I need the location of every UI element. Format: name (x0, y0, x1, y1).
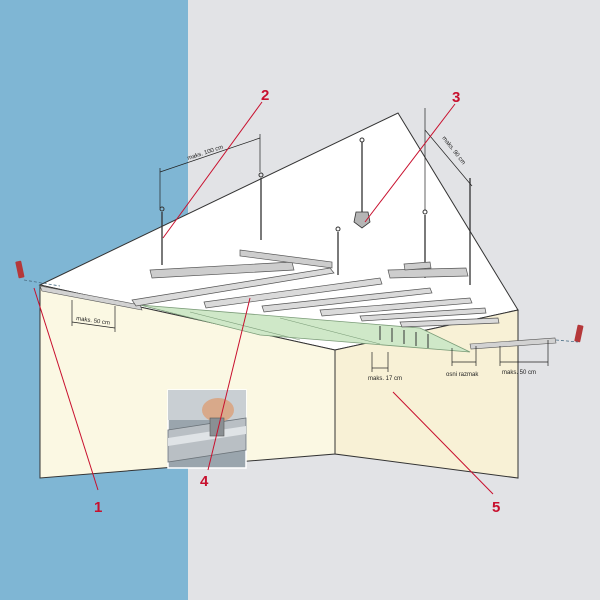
board-seam (279, 317, 381, 345)
callout-1: 1 (94, 499, 102, 516)
board-seam (189, 311, 301, 341)
photo-inset (167, 389, 247, 469)
photo-profile-highlight (168, 426, 246, 446)
anchor-guide (555, 339, 579, 343)
photo-connector (209, 417, 225, 437)
leader-line-1 (33, 287, 99, 491)
anchor-guide (23, 279, 61, 287)
dimension-label-left-wall: maks. 50 cm (76, 316, 111, 327)
callout-4: 4 (200, 473, 209, 490)
dimension-lines (71, 108, 549, 372)
ceiling-profile (359, 307, 487, 322)
hanger-hook (335, 226, 341, 232)
leader-lines (33, 101, 494, 495)
hanger-hook (159, 206, 165, 212)
carrying-profile (403, 261, 432, 271)
dimension-line-left-wall (71, 321, 116, 329)
ceiling-profiles (131, 267, 500, 328)
wall-anchor-lines (23, 279, 579, 343)
callout-5: 5 (492, 499, 500, 516)
photo-hand (202, 398, 234, 422)
carrying-profile (387, 267, 469, 279)
carrying-profile (149, 261, 295, 279)
hanger-hook (258, 172, 264, 178)
dimension-line-top-left (159, 137, 261, 173)
hanger-clip (353, 211, 371, 229)
wall-anchors (15, 260, 584, 343)
leader-line-4 (207, 297, 251, 471)
board-screws (379, 326, 429, 348)
dimension-line-top-right (424, 129, 473, 187)
carrying-profiles (149, 249, 469, 279)
plasterboard-panel (139, 304, 471, 353)
dimension-label-board-gap: maks. 17 cm (368, 376, 402, 382)
ceiling-profile (131, 267, 335, 307)
left-edge-profile (39, 285, 143, 311)
carrying-profile (239, 249, 333, 269)
dimension-label-right-wall: maks. 50 cm (502, 370, 536, 376)
right-edge-profile (469, 337, 557, 350)
hanger-hook (359, 137, 365, 143)
wall-anchor (15, 260, 25, 279)
leader-line-3 (364, 103, 456, 223)
ceiling-profile (399, 317, 500, 328)
dimension-label-axis-spacing: osni razmak (446, 372, 479, 378)
leader-line-2 (162, 101, 263, 239)
hangers (161, 142, 471, 285)
callout-2: 2 (261, 87, 269, 104)
leader-line-5 (392, 391, 494, 495)
ceiling-profile (203, 277, 383, 309)
ceiling-profile (261, 287, 433, 313)
callout-3: 3 (452, 89, 460, 106)
ceiling-profile (319, 297, 473, 317)
wall-anchor (574, 324, 584, 343)
